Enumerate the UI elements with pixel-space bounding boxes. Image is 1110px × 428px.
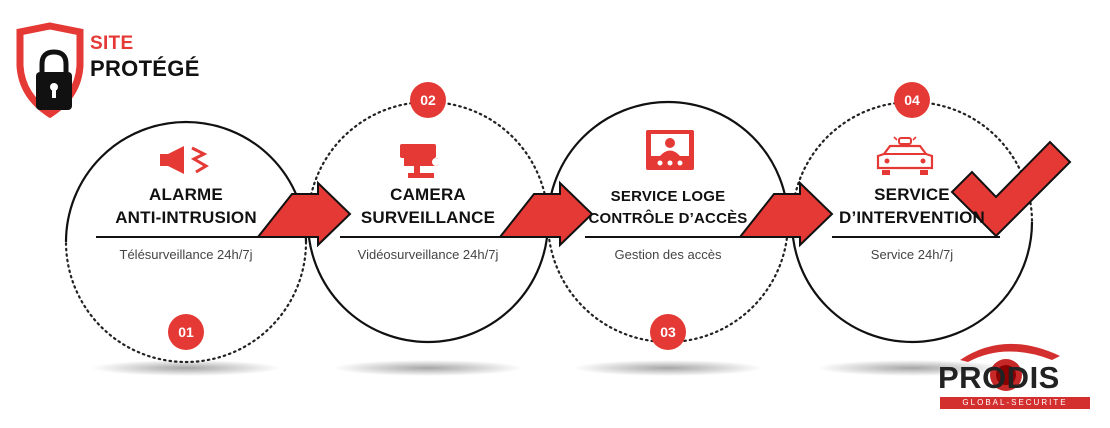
checkmark-icon — [950, 140, 1072, 238]
step-4-title-line1: SERVICE — [874, 185, 950, 204]
step-3-shadow — [573, 360, 763, 376]
step-1-shadow — [91, 360, 281, 376]
brand-badge-line1: SITE — [90, 33, 134, 54]
patrol-car-icon — [876, 136, 934, 175]
step-2-title-line1: CAMERA — [390, 185, 466, 204]
prodis-logo-mark — [960, 343, 1060, 391]
step-2-title-line2: SURVEILLANCE — [360, 208, 496, 227]
step-2-number-badge: 02 — [410, 82, 446, 118]
step-1-ring — [64, 120, 308, 364]
step-3-subtitle: Gestion des accès — [614, 247, 722, 262]
step-1-number-badge: 01 — [168, 314, 204, 350]
step-4-shadow — [817, 360, 1007, 376]
step-2-shadow — [333, 360, 523, 376]
step-2-subtitle: Vidéosurveillance 24h/7j — [357, 247, 499, 262]
arrow-1-to-2 — [96, 180, 352, 248]
arrow-2-to-3 — [340, 180, 594, 248]
brand-badge-line2: PROTÉGÉ — [90, 56, 200, 81]
step-1-subtitle: Télésurveillance 24h/7j — [119, 247, 253, 262]
arrow-3-to-4 — [585, 180, 834, 248]
security-camera-icon — [400, 144, 440, 178]
alarm-siren-icon — [160, 146, 209, 174]
step-1-title-line1: ALARME — [149, 185, 223, 204]
logo-tagline: GLOBAL-SECURITE — [940, 397, 1090, 409]
step-3-number-badge: 03 — [650, 314, 686, 350]
step-1-title-line2: ANTI-INTRUSION — [115, 208, 257, 227]
step-4-number-badge: 04 — [894, 82, 930, 118]
step-4-title-line2: D’INTERVENTION — [838, 208, 986, 227]
shield-lock-icon — [16, 22, 84, 119]
step-3-title-line2: CONTRÔLE D’ACCÈS — [588, 210, 748, 227]
step-4-subtitle: Service 24h/7j — [870, 247, 954, 262]
step-3-title-line1: SERVICE LOGE — [610, 188, 726, 205]
logo-name: PRODIS — [938, 360, 1060, 395]
video-intercom-icon — [646, 130, 694, 170]
